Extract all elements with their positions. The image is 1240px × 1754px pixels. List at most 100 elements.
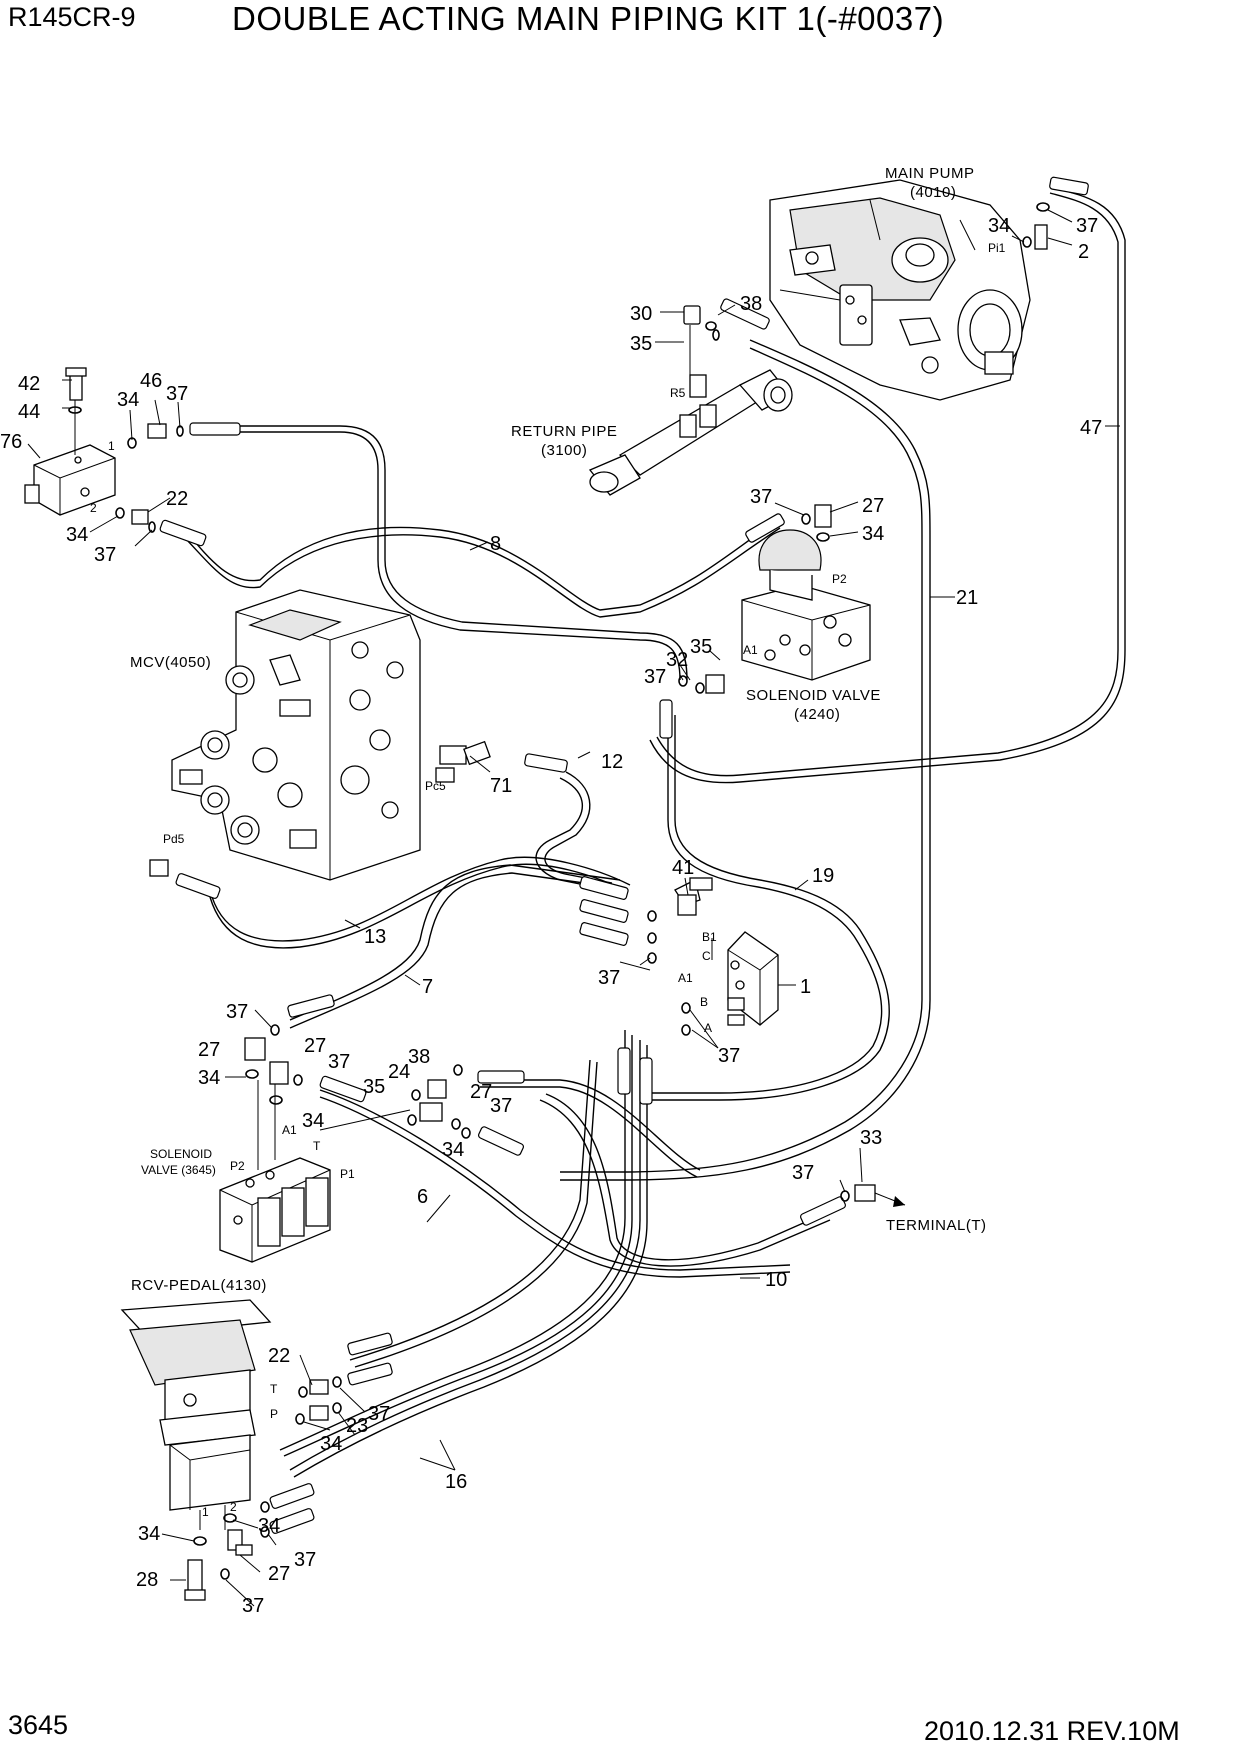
callout-37-h: 37 (226, 1001, 248, 1023)
callout-37-m: 37 (294, 1549, 316, 1571)
return-pipe-label-1: RETURN PIPE (511, 423, 617, 440)
solenoid-4240-label-2: (4240) (794, 706, 840, 723)
rcv-pedal-label: RCV-PEDAL(4130) (131, 1277, 267, 1294)
port-a1-block1: A1 (678, 971, 693, 985)
terminal-label: TERMINAL(T) (886, 1217, 987, 1234)
callout-34-h: 34 (320, 1433, 342, 1455)
callout-47: 47 (1080, 417, 1102, 439)
callout-8: 8 (490, 533, 501, 555)
callout-38-a: 38 (740, 293, 762, 315)
solenoid-4240-label-1: SOLENOID VALVE (746, 687, 881, 704)
port-r5: R5 (670, 386, 686, 400)
callout-34-g: 34 (442, 1139, 464, 1161)
callout-37-i: 37 (328, 1051, 350, 1073)
port-b1: B1 (702, 930, 717, 944)
callout-44: 44 (18, 401, 40, 423)
callout-12: 12 (601, 751, 623, 773)
callout-28: 28 (136, 1569, 158, 1591)
callout-37-c: 37 (1076, 215, 1098, 237)
callout-21: 21 (956, 587, 978, 609)
o-rings (115, 202, 1050, 1580)
port-p1-sv3645: P1 (340, 1167, 355, 1181)
model-code: R145CR-9 (8, 2, 136, 32)
callout-27-e: 27 (268, 1563, 290, 1585)
callout-38-b: 38 (408, 1046, 430, 1068)
callout-7: 7 (422, 976, 433, 998)
callout-35-a: 35 (630, 333, 652, 355)
callout-23: 23 (346, 1415, 368, 1437)
callout-22-a: 22 (166, 488, 188, 510)
page-title: DOUBLE ACTING MAIN PIPING KIT 1(-#0037) (232, 0, 945, 37)
callout-33: 33 (860, 1127, 882, 1149)
callout-22-b: 22 (268, 1345, 290, 1367)
port-b-block1: B (700, 995, 708, 1009)
port-1-block76: 1 (108, 439, 115, 453)
callout-37-e: 37 (644, 666, 666, 688)
callout-37-k: 37 (792, 1162, 814, 1184)
main-pump-label-2: (4010) (910, 184, 956, 201)
hoses (184, 186, 1126, 1478)
callout-6: 6 (417, 1186, 428, 1208)
callout-27-b: 27 (198, 1039, 220, 1061)
page-number: 3645 (8, 1710, 69, 1740)
port-a1-sv4240: A1 (743, 643, 758, 657)
callout-37-f: 37 (598, 967, 620, 989)
callout-10: 10 (765, 1269, 787, 1291)
hose-fittings (159, 176, 1089, 1534)
callout-34-i: 34 (258, 1515, 280, 1537)
return-pipe-label-2: (3100) (541, 442, 587, 459)
callout-24: 24 (388, 1061, 410, 1083)
main-pump (769, 179, 1031, 401)
block-76 (24, 367, 116, 516)
callout-27-d: 27 (470, 1081, 492, 1103)
callout-34-c: 34 (988, 215, 1010, 237)
callout-37-a: 37 (166, 383, 188, 405)
port-a-block1: A (704, 1021, 712, 1035)
port-p2-sv3645: P2 (230, 1159, 245, 1173)
port-p2-sv4240: P2 (832, 572, 847, 586)
callout-71: 71 (490, 775, 512, 797)
port-pi1: Pi1 (988, 241, 1006, 255)
leader-lines (27, 209, 1120, 1607)
callout-1: 1 (800, 976, 811, 998)
port-pd5: Pd5 (163, 832, 185, 846)
solenoid-valve-3645 (219, 1070, 411, 1263)
callout-34-f: 34 (302, 1110, 324, 1132)
callout-37-d: 37 (750, 486, 772, 508)
valve-block-1 (674, 877, 779, 1026)
port-a1-sv3645: A1 (282, 1123, 297, 1137)
port-p-rcv: P (270, 1407, 278, 1421)
main-pump-label-1: MAIN PUMP (885, 165, 975, 182)
callout-41: 41 (672, 857, 694, 879)
callout-37-b: 37 (94, 544, 116, 566)
callout-27-c: 27 (304, 1035, 326, 1057)
mcv-label: MCV(4050) (130, 654, 211, 671)
port-t-sv3645: T (313, 1139, 321, 1153)
callout-34-e: 34 (198, 1067, 220, 1089)
callout-42: 42 (18, 373, 40, 395)
solenoid-valve-4240 (741, 529, 871, 681)
callout-30: 30 (630, 303, 652, 325)
callout-numbers: 42 44 76 34 46 37 22 34 37 8 30 38 35 34… (0, 215, 1102, 1617)
port-c: C (702, 949, 711, 963)
rcv-pedal (120, 1299, 272, 1601)
callout-34-j: 34 (138, 1523, 160, 1545)
callout-76: 76 (0, 431, 22, 453)
solenoid-3645-label-2: VALVE (3645) (141, 1163, 216, 1177)
callout-35-b: 35 (690, 636, 712, 658)
port-t-rcv: T (270, 1382, 278, 1396)
port-2-block76: 2 (90, 501, 97, 515)
callout-35-c: 35 (363, 1076, 385, 1098)
callout-37-l: 37 (368, 1403, 390, 1425)
solenoid-3645-label-1: SOLENOID (150, 1147, 212, 1161)
callout-34-d: 34 (862, 523, 884, 545)
callout-13: 13 (364, 926, 386, 948)
callout-16: 16 (445, 1471, 467, 1493)
callout-27-a: 27 (862, 495, 884, 517)
callout-34-b: 34 (66, 524, 88, 546)
port-1-rcv: 1 (202, 1505, 209, 1519)
callout-37-j: 37 (490, 1095, 512, 1117)
callout-37-n: 37 (242, 1595, 264, 1617)
callout-46: 46 (140, 370, 162, 392)
